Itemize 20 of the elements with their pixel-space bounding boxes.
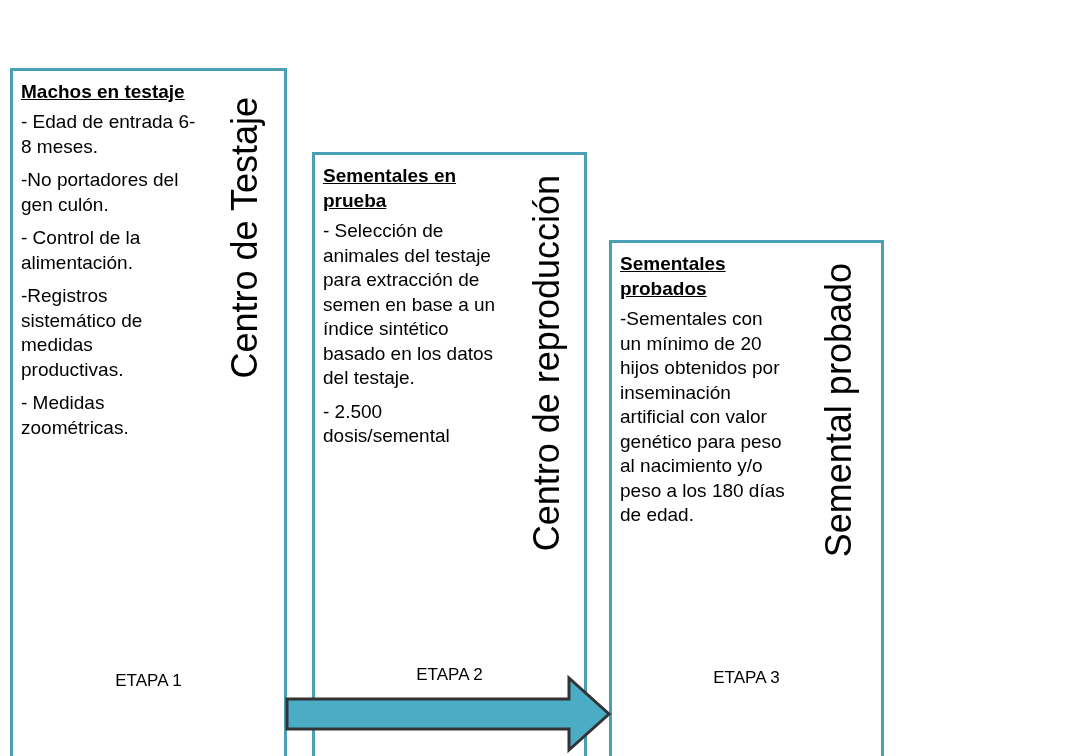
stage-box: [312, 152, 587, 756]
bullet-text: -Registros sistemático de medidas productivas.: [21, 284, 144, 382]
bullet-text: - Control de la alimentación.: [21, 226, 142, 275]
stage-heading: Machos en testaje: [21, 80, 186, 104]
bullet-text: -Sementales con un mínimo de 20 hijos obtenidos por inseminación artificial con valor genético para peso al nacimiento y/o peso a los 180 días de edad.: [620, 307, 786, 527]
stage-heading: Sementales probados: [620, 252, 727, 301]
block-arrow: [285, 674, 612, 754]
bullet-text: - Edad de entrada 6-8 meses.: [21, 110, 197, 159]
stage-label: ETAPA 1: [114, 671, 183, 691]
stage-label: ETAPA 3: [712, 668, 781, 688]
vertical-title: Centro de reproducción: [525, 175, 568, 552]
stage-box: [10, 68, 287, 756]
bullet-text: - Medidas zoométricas.: [21, 391, 130, 440]
bullet-text: - 2.500 dosis/semental: [323, 399, 451, 448]
vertical-title: Semental probado: [817, 263, 860, 558]
bullet-text: - Selección de animales del testaje para extracción de semen en base a un índice sintético basado en los datos del testaje.: [323, 219, 497, 390]
stage-heading: Sementales en prueba: [323, 164, 458, 213]
bullet-text: -No portadores del gen culón.: [21, 168, 180, 217]
vertical-title: Centro de Testaje: [223, 97, 266, 379]
stage-label: ETAPA 2: [415, 665, 484, 685]
